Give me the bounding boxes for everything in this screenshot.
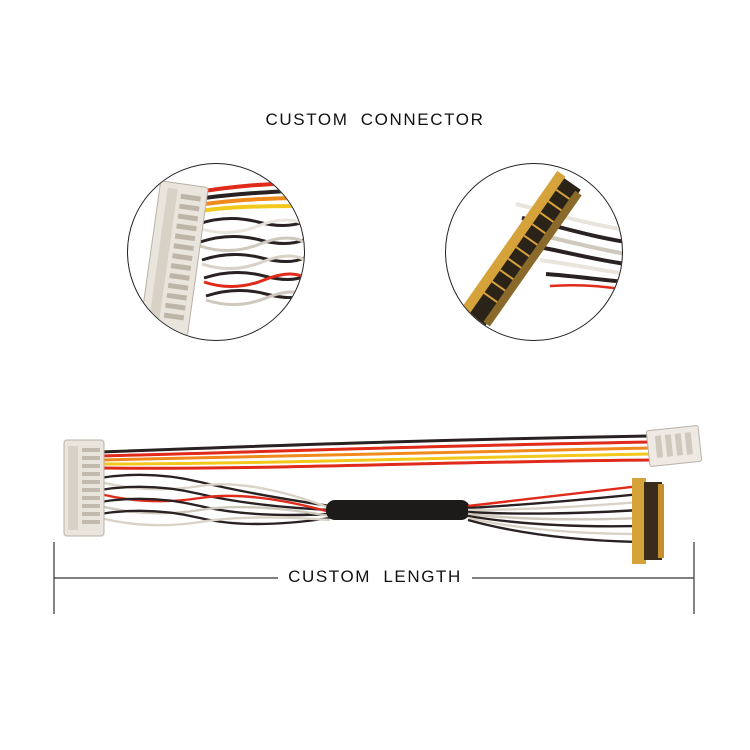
custom-length-label: CUSTOM LENGTH — [278, 567, 472, 586]
white-housing-connector-image — [139, 180, 304, 337]
gold-micro-connector-image — [457, 170, 622, 330]
cable-assembly-image — [63, 425, 703, 564]
connector-closeup-left — [127, 163, 305, 341]
custom-connector-heading: CUSTOM CONNECTOR — [265, 110, 485, 129]
connector-closeup-right — [445, 163, 623, 341]
